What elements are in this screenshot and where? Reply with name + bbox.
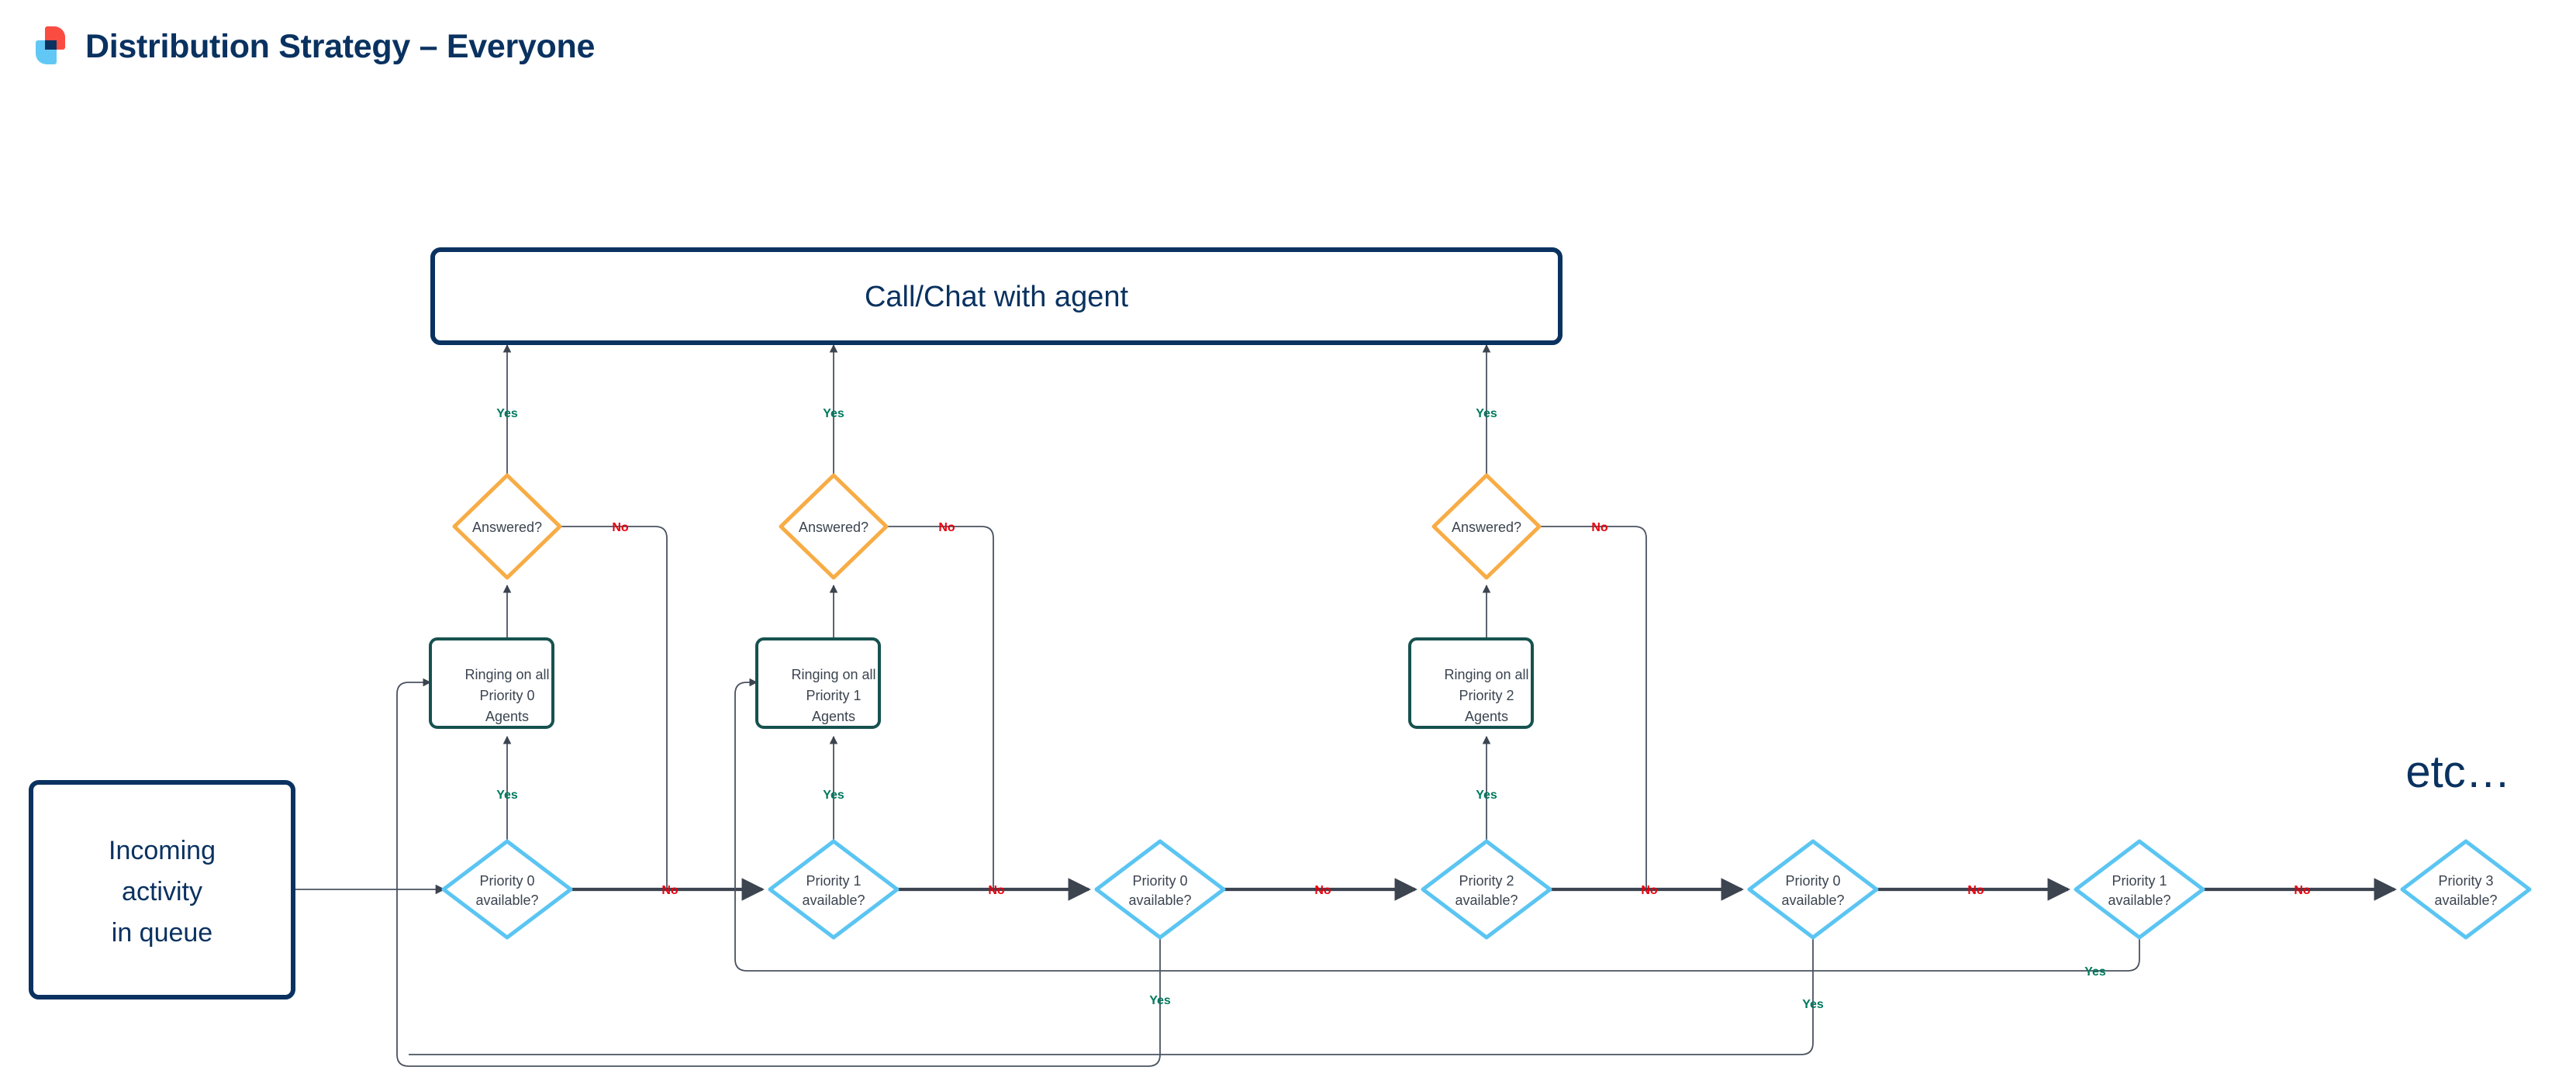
etc-note: etc… <box>2405 747 2510 797</box>
edge-label-yes-ans0: Yes <box>496 407 518 420</box>
edge-label-yes-ans2: Yes <box>1476 407 1497 420</box>
ringing-2-line-2: Priority 2 <box>1459 688 1514 703</box>
p2a-line-2: available? <box>1455 892 1518 908</box>
answered-2-label: Answered? <box>1452 520 1521 535</box>
p1b-line-1: Priority 1 <box>2112 873 2167 889</box>
incoming-activity-line-1: Incoming <box>109 836 216 865</box>
node-priority-1-available-a[interactable]: Priority 1 available? <box>768 839 900 940</box>
logo-navy-overlap <box>45 40 57 50</box>
edge-label-yes-p0c: Yes <box>1802 998 1824 1011</box>
node-ringing-priority-0[interactable]: Ringing on all Priority 0 Agents <box>429 637 554 729</box>
p0b-diamond[interactable] <box>1094 839 1226 940</box>
node-incoming-activity[interactable]: Incoming activity in queue <box>29 780 295 1000</box>
ringing-1-line-3: Agents <box>812 709 855 724</box>
edge-p0b-yes-to-ring0 <box>396 678 1161 1067</box>
p2a-line-1: Priority 2 <box>1459 873 1514 889</box>
edge-label-no-p0c: No <box>1967 884 1984 897</box>
edge-label-no-p1b: No <box>2294 884 2311 897</box>
app-logo-icon <box>29 25 65 68</box>
p1a-line-1: Priority 1 <box>806 873 861 889</box>
node-priority-3-available-a[interactable]: Priority 3 available? <box>2400 839 2532 940</box>
node-answered-0[interactable]: Answered? <box>452 473 562 580</box>
ringing-2-line-1: Ringing on all <box>1444 667 1528 682</box>
node-ringing-priority-1[interactable]: Ringing on all Priority 1 Agents <box>755 637 881 729</box>
edge-label-no-p1a: No <box>988 884 1005 897</box>
p0a-diamond[interactable] <box>441 839 573 940</box>
p3a-line-1: Priority 3 <box>2438 873 2493 889</box>
p3a-diamond[interactable] <box>2400 839 2532 940</box>
node-call-chat-with-agent[interactable]: Call/Chat with agent <box>430 247 1563 345</box>
edge-label-yes-ring0: Yes <box>496 789 518 802</box>
ringing-1-box[interactable] <box>755 637 881 729</box>
ringing-0-line-1: Ringing on all <box>464 667 549 682</box>
answered-2-diamond[interactable] <box>1431 473 1542 580</box>
node-ringing-priority-2[interactable]: Ringing on all Priority 2 Agents <box>1408 637 1534 729</box>
ringing-1-line-2: Priority 1 <box>806 688 861 703</box>
p1a-line-2: available? <box>802 892 865 908</box>
edge-label-yes-ring1: Yes <box>823 789 844 802</box>
ringing-2-box[interactable] <box>1408 637 1534 729</box>
p1a-diamond[interactable] <box>768 839 900 940</box>
p0c-line-2: available? <box>1781 892 1844 908</box>
p0a-line-1: Priority 0 <box>479 873 534 889</box>
edge-label-yes-ans1: Yes <box>823 407 844 420</box>
p3a-line-2: available? <box>2434 892 2497 908</box>
node-answered-1[interactable]: Answered? <box>779 473 889 580</box>
ringing-1-line-1: Ringing on all <box>791 667 875 682</box>
answered-0-label: Answered? <box>472 520 542 535</box>
p0b-line-2: available? <box>1128 892 1191 908</box>
edge-ans0-no-down <box>560 526 668 889</box>
edge-label-yes-ring2: Yes <box>1476 789 1497 802</box>
ringing-2-line-3: Agents <box>1465 709 1508 724</box>
edge-label-yes-p0b: Yes <box>1149 994 1171 1007</box>
call-chat-box[interactable] <box>430 247 1563 345</box>
edge-label-no-p0a: No <box>661 884 679 897</box>
edge-label-no-ans2: No <box>1591 521 1608 534</box>
ringing-0-line-3: Agents <box>485 709 529 724</box>
edge-p0c-yes-to-ring0 <box>409 918 1814 1055</box>
ringing-0-box[interactable] <box>429 637 554 729</box>
node-priority-0-available-b[interactable]: Priority 0 available? <box>1094 839 1226 940</box>
incoming-activity-box[interactable] <box>29 780 295 1000</box>
call-chat-label: Call/Chat with agent <box>865 281 1129 313</box>
p0b-line-1: Priority 0 <box>1132 873 1187 889</box>
p0c-line-1: Priority 0 <box>1785 873 1840 889</box>
node-answered-2[interactable]: Answered? <box>1431 473 1542 580</box>
incoming-activity-line-2: activity <box>122 877 202 906</box>
answered-1-label: Answered? <box>799 520 868 535</box>
edge-label-yes-p1b: Yes <box>2084 965 2106 979</box>
node-priority-1-available-b[interactable]: Priority 1 available? <box>2074 839 2205 940</box>
incoming-activity-line-3: in queue <box>112 918 212 948</box>
node-priority-0-available-a[interactable]: Priority 0 available? <box>441 839 573 940</box>
edge-p1b-yes-to-ring1 <box>734 678 2140 972</box>
edge-label-no-p2a: No <box>1641 884 1658 897</box>
p0a-line-2: available? <box>475 892 538 908</box>
p2a-diamond[interactable] <box>1421 839 1552 940</box>
p1b-diamond[interactable] <box>2074 839 2205 940</box>
answered-0-diamond[interactable] <box>452 473 562 580</box>
p0c-diamond[interactable] <box>1747 839 1879 940</box>
node-priority-2-available-a[interactable]: Priority 2 available? <box>1421 839 1552 940</box>
edge-ans1-no-down <box>886 526 994 889</box>
page-title: Distribution Strategy – Everyone <box>85 27 596 65</box>
node-priority-0-available-c[interactable]: Priority 0 available? <box>1747 839 1879 940</box>
ringing-0-line-2: Priority 0 <box>479 688 534 703</box>
edge-label-no-p0b: No <box>1314 884 1331 897</box>
edge-label-no-ans1: No <box>938 521 955 534</box>
edge-label-no-ans0: No <box>612 521 629 534</box>
edge-ans2-no-down <box>1539 526 1647 889</box>
answered-1-diamond[interactable] <box>779 473 889 580</box>
page-header: Distribution Strategy – Everyone <box>0 0 2576 93</box>
p1b-line-2: available? <box>2108 892 2170 908</box>
